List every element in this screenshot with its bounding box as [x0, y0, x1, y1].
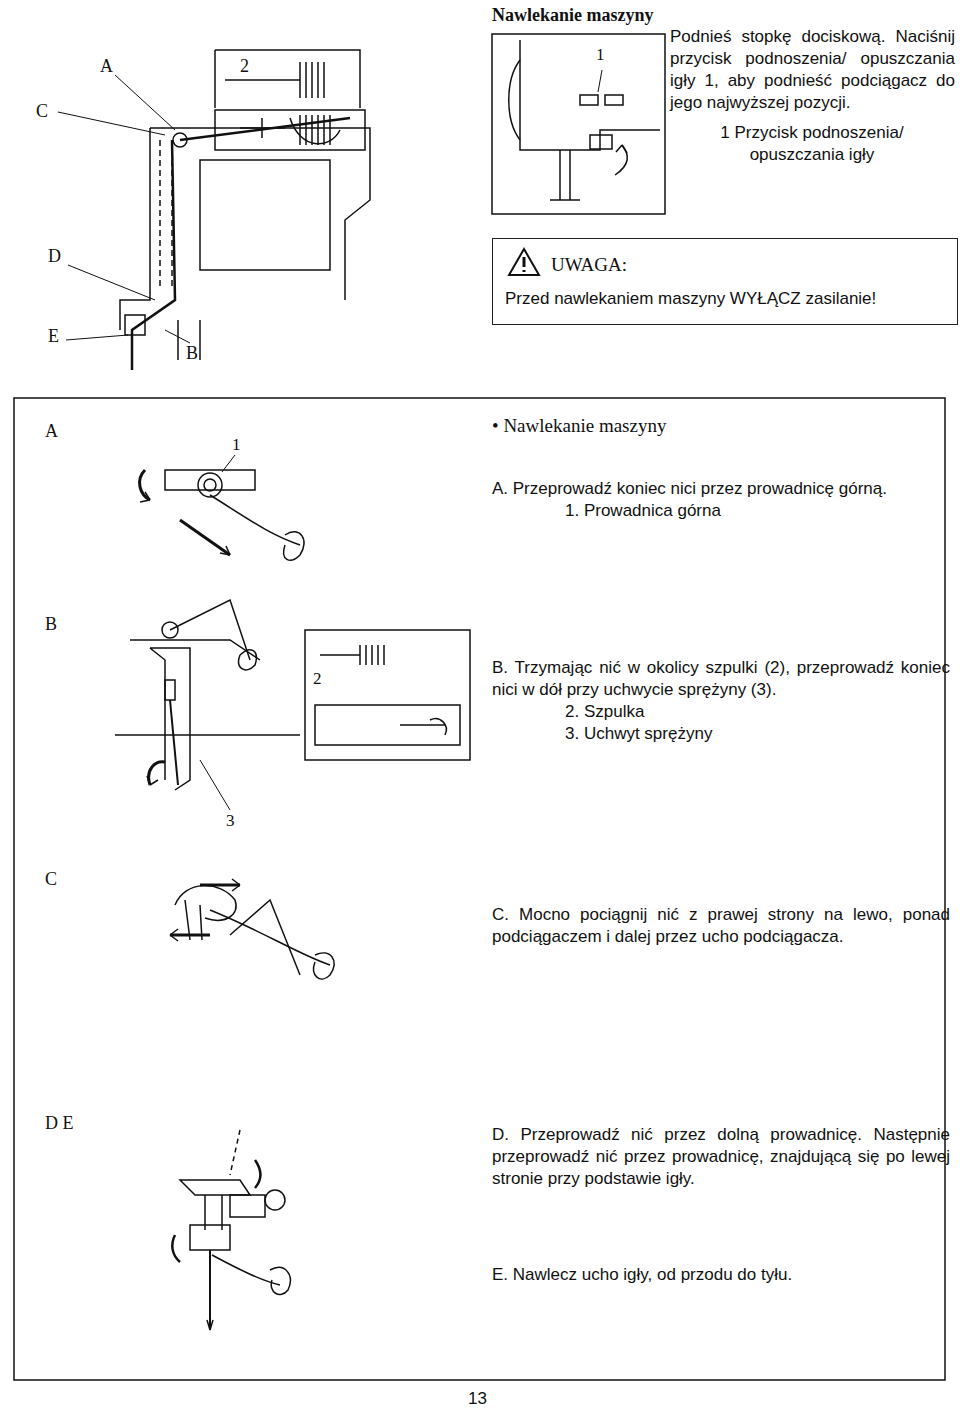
- part-caption: 1 Przycisk podnoszenia/ opuszczania igły: [672, 122, 952, 166]
- callout-number: 3: [226, 810, 235, 832]
- callout-letter: D: [48, 245, 61, 268]
- part-caption: 1. Prowadnica górna: [565, 500, 721, 522]
- part-caption: 2. Szpulka: [565, 701, 644, 723]
- needle-button-inset: [492, 34, 665, 214]
- take-up-lever-sketch: [170, 879, 334, 979]
- warning-icon: [507, 247, 541, 277]
- callout-letter: A: [100, 55, 113, 78]
- page-heading: Nawlekanie maszyny: [492, 4, 654, 27]
- callout-number: 2: [313, 668, 322, 690]
- instruction-frame: [14, 398, 945, 1380]
- instruction-text: E. Nawlecz ucho igły, od przodu do tyłu.: [492, 1264, 947, 1286]
- callout-number: 1: [232, 434, 241, 456]
- section-letter: D E: [45, 1112, 74, 1135]
- callout-letter: C: [36, 100, 48, 123]
- instruction-text: D. Przeprowadź nić przez dolną prowadnic…: [492, 1124, 950, 1190]
- page-number: 13: [468, 1388, 487, 1408]
- instruction-text: A. Przeprowadź koniec nici przez prowadn…: [492, 478, 947, 500]
- warning-text: Przed nawlekaniem maszyny WYŁĄCZ zasilan…: [505, 288, 945, 310]
- warning-heading: UWAGA:: [551, 253, 945, 278]
- part-caption: 3. Uchwyt sprężyny: [565, 723, 712, 745]
- section-letter: A: [45, 420, 58, 443]
- section-letter: B: [45, 613, 57, 636]
- instruction-text: C. Mocno pociągnij nić z prawej strony n…: [492, 904, 950, 948]
- section-heading: • Nawlekanie maszyny: [492, 414, 666, 439]
- spring-holder-sketch: [115, 600, 470, 810]
- section-letter: C: [45, 868, 57, 891]
- instruction-text: B. Trzymając nić w okolicy szpulki (2), …: [492, 657, 950, 701]
- instruction-text: Podnieś stopkę dociskową. Naciśnij przyc…: [670, 26, 955, 114]
- callout-letter: E: [48, 325, 59, 348]
- upper-guide-sketch: [140, 455, 304, 560]
- needle-guide-sketch: [172, 1130, 290, 1330]
- callout-letter: B: [186, 342, 198, 365]
- machine-figure: [58, 50, 370, 370]
- callout-number: 2: [240, 55, 249, 78]
- warning-box: UWAGA: Przed nawlekaniem maszyny WYŁĄCZ z…: [492, 238, 958, 325]
- callout-number: 1: [596, 44, 605, 66]
